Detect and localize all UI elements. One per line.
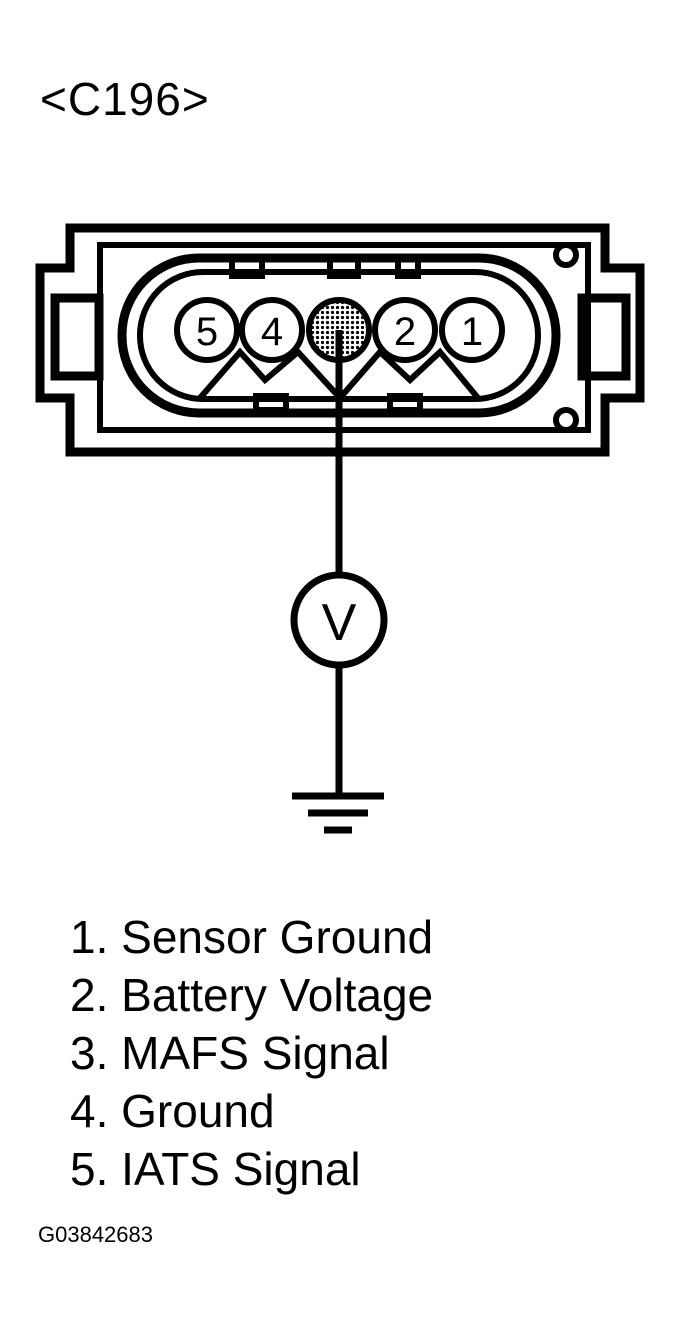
ground-symbol [292, 792, 384, 834]
pin-1-number: 1 [461, 310, 483, 354]
pin-2: 2 [372, 297, 438, 363]
legend-item: 4. Ground [70, 1085, 275, 1137]
legend-item: 1. Sensor Ground [70, 911, 434, 963]
connector-id-label: <C196> [40, 73, 210, 125]
mounting-hole-bottom [553, 407, 579, 433]
pin-5-number: 5 [196, 310, 218, 354]
pin-1: 1 [439, 297, 505, 363]
pin-2-number: 2 [394, 310, 416, 354]
mounting-hole-top [553, 242, 579, 268]
figure-code: G03842683 [38, 1222, 153, 1247]
legend-item: 2. Battery Voltage [70, 969, 434, 1021]
pin-4: 4 [239, 297, 305, 363]
pin-4-number: 4 [261, 310, 283, 354]
legend-item: 3. MAFS Signal [70, 1027, 390, 1079]
connector-voltmeter-diagram: 5 4 2 1 V [35, 223, 645, 834]
pin-legend: 1. Sensor Ground 2. Battery Voltage 3. M… [70, 908, 433, 1198]
legend-item: 5. IATS Signal [70, 1143, 361, 1195]
connector-housing [35, 223, 645, 457]
pin-5: 5 [174, 297, 240, 363]
voltmeter: V [290, 571, 388, 669]
voltmeter-symbol: V [322, 594, 357, 652]
